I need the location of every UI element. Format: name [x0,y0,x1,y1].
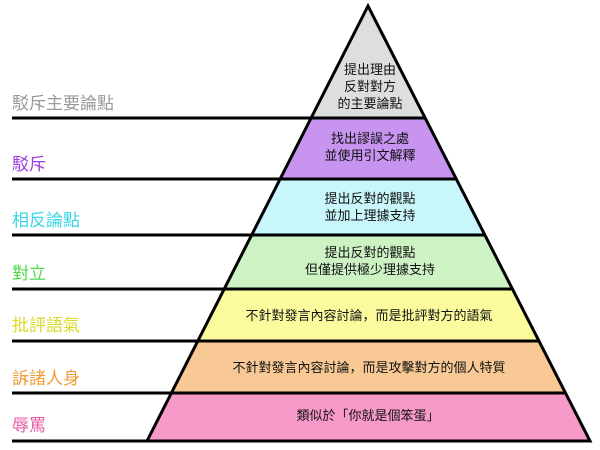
tier-5-line-0: 不針對發言內容討論，而是攻擊對方的個人特質 [232,361,506,376]
tier-0-line-1: 反對對方 [343,80,397,95]
level-label-contradiction: 對立 [12,264,46,284]
tier-0-description: 提出理由 反對對方 的主要論點 [337,62,402,113]
tier-2-description: 提出反對的觀點 並加上理據支持 [324,191,415,225]
level-label-refuting-central-point: 駁斥主要論點 [12,94,114,114]
tier-3-fill [224,235,512,289]
tier-6-description: 類似於「你就是個笨蛋」 [296,408,439,425]
tier-0-line-0: 提出理由 [343,63,397,78]
tier-1-line-1: 並使用引文解釋 [324,149,416,164]
tier-1-fill [280,118,456,179]
tier-2-fill [252,179,485,235]
tier-4-fill [198,289,539,341]
tier-1-description: 找出謬誤之處 並使用引文解釋 [324,131,415,165]
tier-4-description: 不針對發言內容討論，而是批評對方的語氣 [245,308,492,325]
tier-5-fill [171,341,565,393]
level-label-counterargument: 相反論點 [12,211,80,231]
level-label-responding-to-tone: 批評語氣 [12,316,80,336]
tier-6-line-0: 類似於「你就是個笨蛋」 [296,409,440,424]
tier-0-line-2: 的主要論點 [337,97,403,112]
tier-3-line-1: 但僅提供極少理據支持 [304,263,436,278]
level-label-refutation: 駁斥 [12,155,46,175]
tier-0-fill [311,6,425,118]
tier-2-line-1: 並加上理據支持 [324,209,416,224]
tier-4-line-0: 不針對發言內容討論，而是批評對方的語氣 [245,309,493,324]
tier-3-line-0: 提出反對的觀點 [324,246,416,261]
tier-2-line-0: 提出反對的觀點 [324,192,416,207]
tier-6-fill [147,393,590,441]
level-label-name-calling: 辱罵 [12,416,46,436]
tier-1-line-0: 找出謬誤之處 [330,132,410,147]
tier-3-description: 提出反對的觀點 但僅提供極少理據支持 [305,245,435,279]
tier-5-description: 不針對發言內容討論，而是攻擊對方的個人特質 [232,360,505,377]
level-label-ad-hominem: 訴諸人身 [12,369,80,389]
